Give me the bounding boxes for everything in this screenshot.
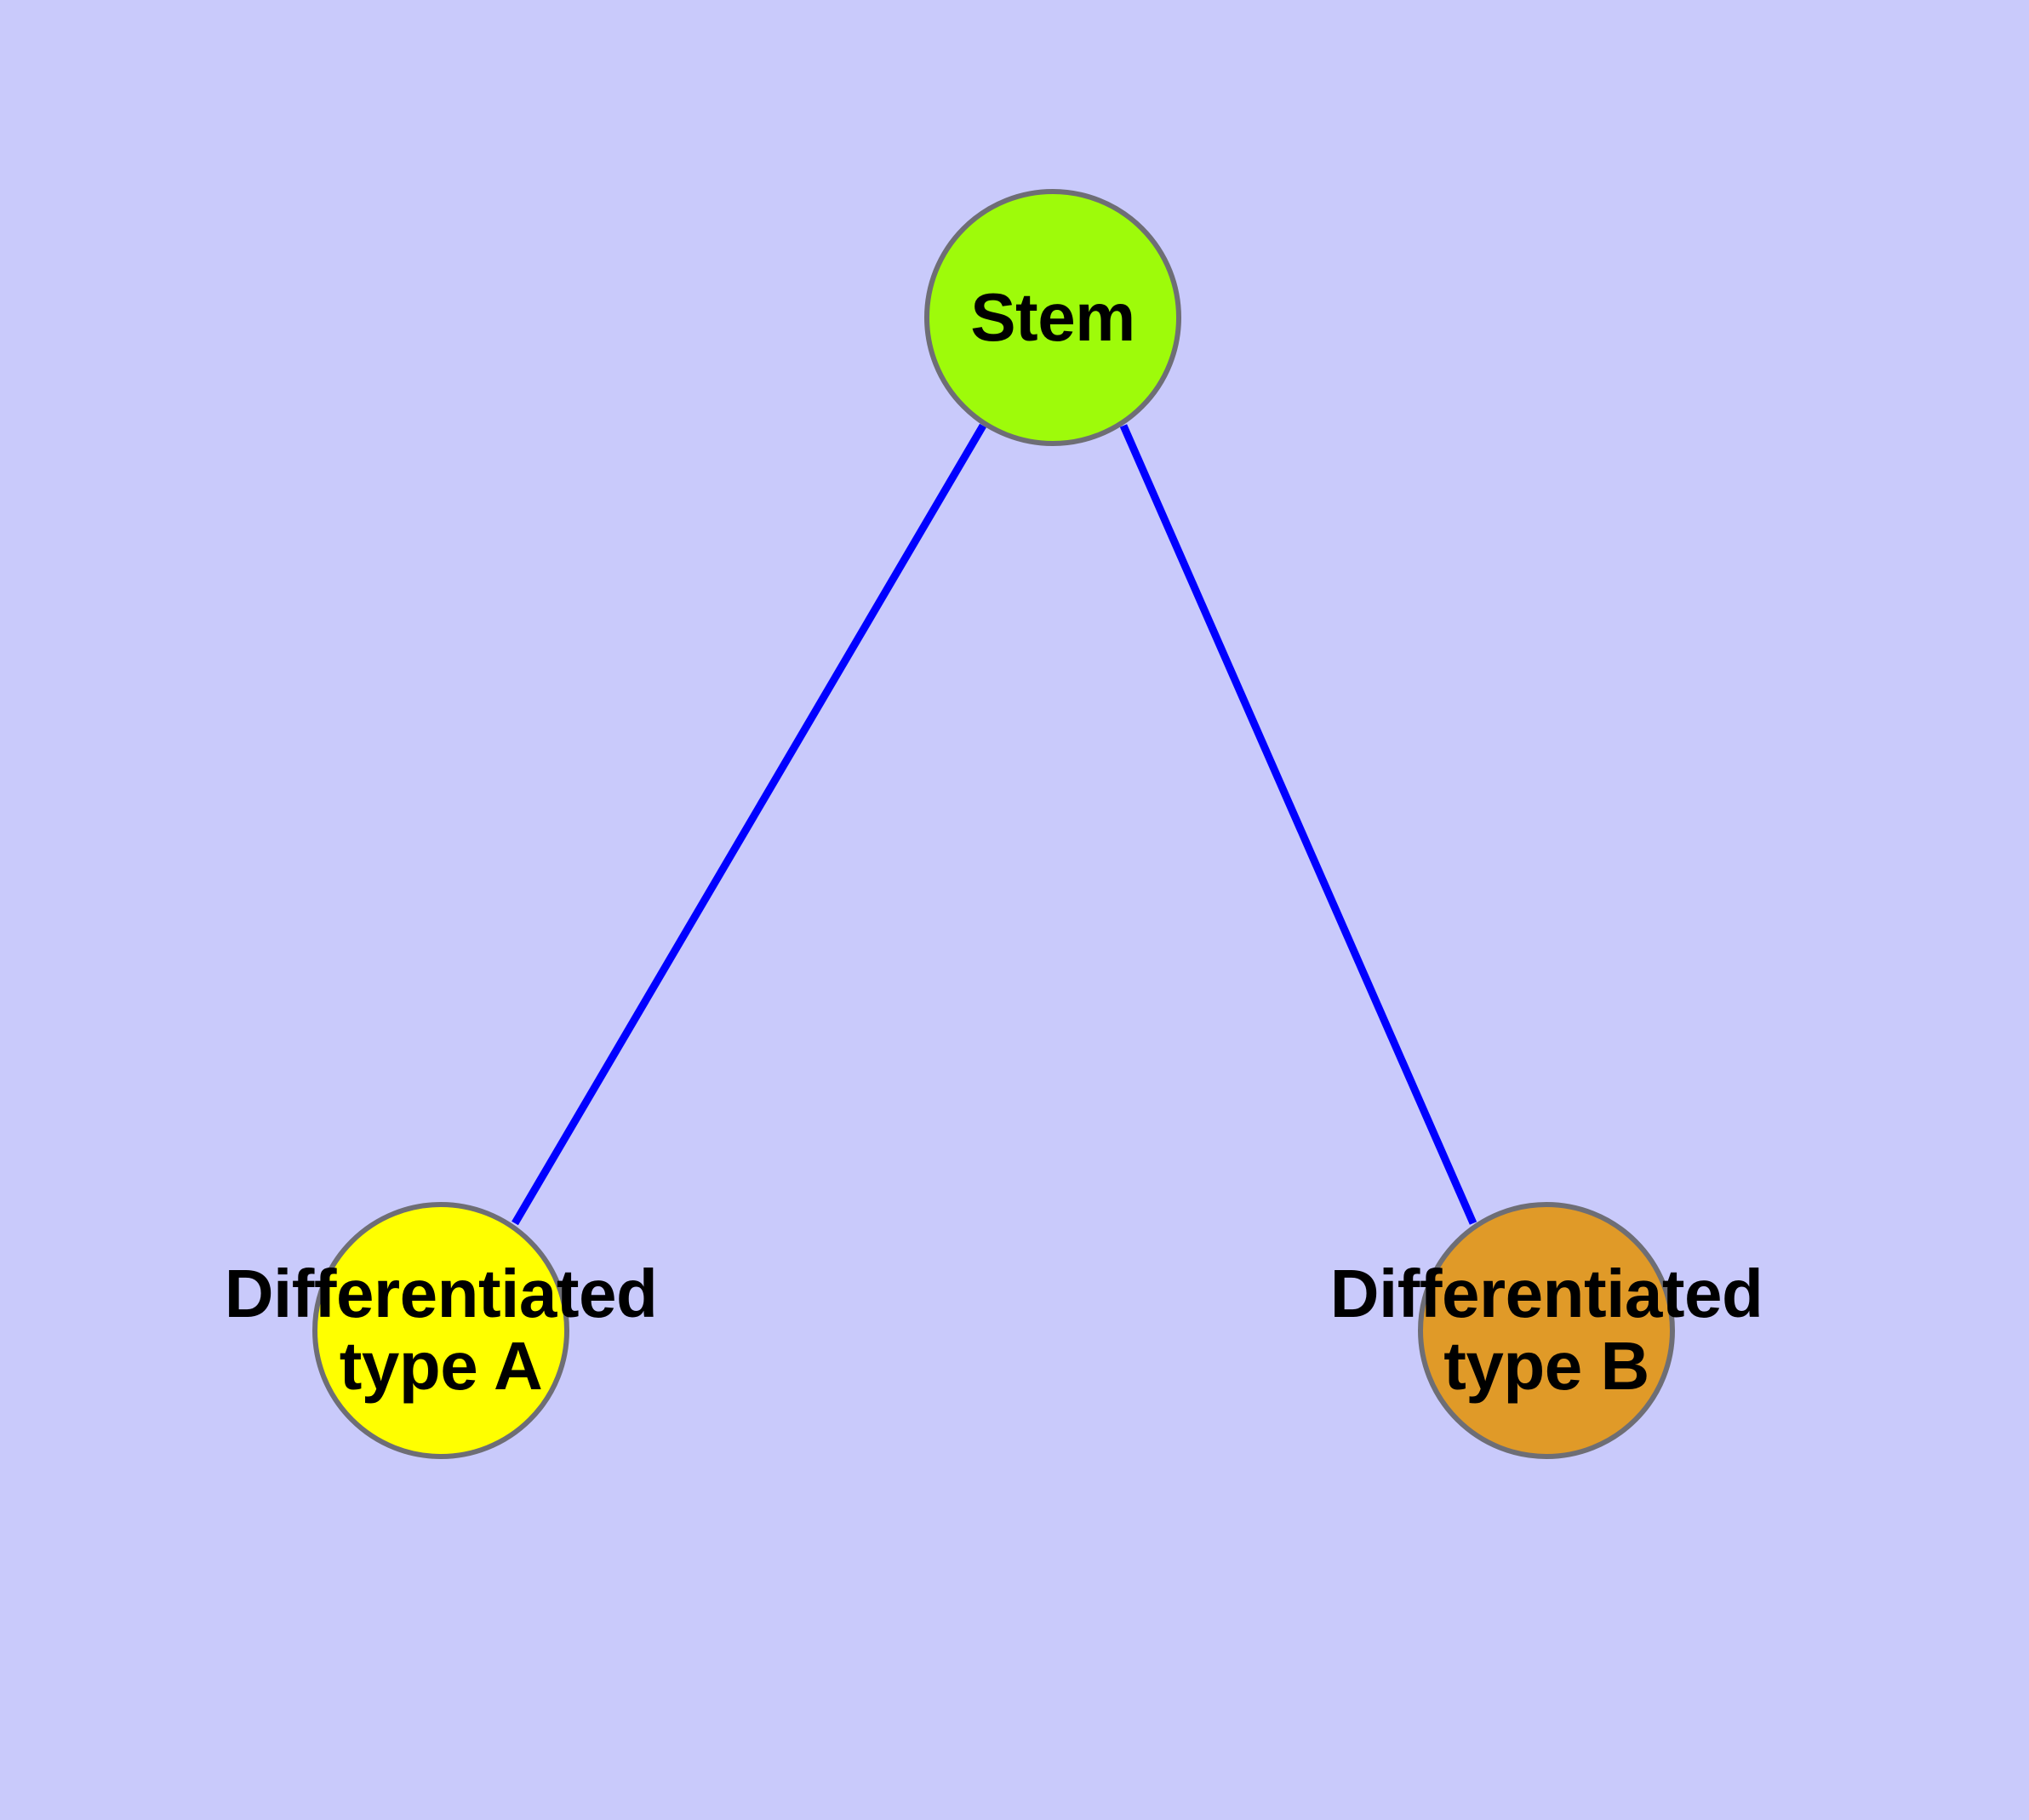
edge-stem-to-differentiated-type-a[interactable] bbox=[512, 423, 986, 1226]
edge-stem-to-differentiated-type-b[interactable] bbox=[1119, 424, 1477, 1225]
node-stem[interactable] bbox=[924, 189, 1181, 446]
node-differentiated-type-b[interactable] bbox=[1418, 1202, 1675, 1459]
node-differentiated-type-a[interactable] bbox=[312, 1202, 569, 1459]
